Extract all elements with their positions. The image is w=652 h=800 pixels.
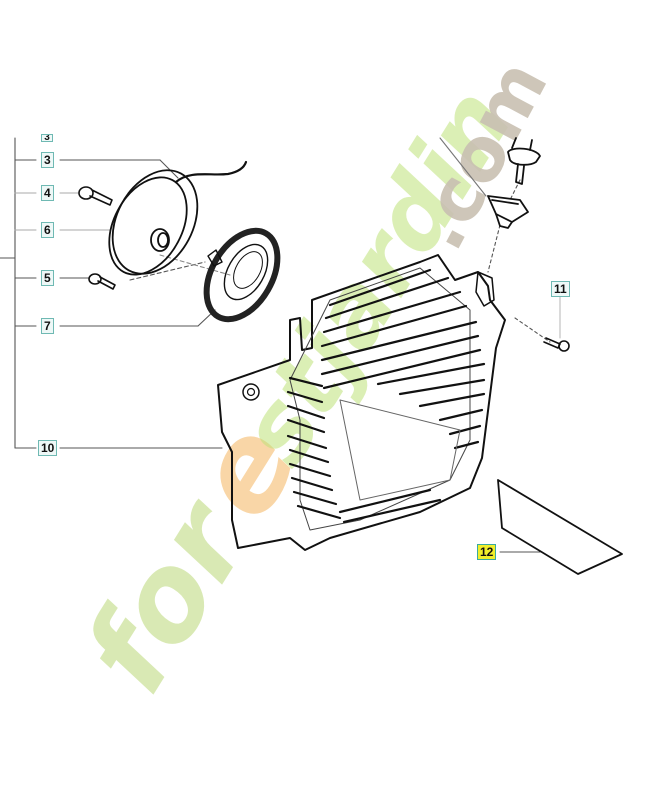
part-11-screw (543, 337, 570, 352)
callout-5[interactable]: 5 (41, 270, 54, 286)
callout-3[interactable]: 3 (41, 152, 54, 168)
part-6-pulley (108, 169, 199, 276)
part-3-rope (174, 160, 248, 184)
callout-10[interactable]: 10 (38, 440, 58, 456)
callout-partial-top[interactable]: 3 (41, 134, 53, 142)
callout-11[interactable]: 11 (551, 281, 570, 297)
callout-4[interactable]: 4 (41, 185, 54, 201)
part-grommet-mid (487, 195, 529, 229)
leader-lines (0, 137, 561, 553)
part-4-screw (78, 186, 113, 206)
callout-12[interactable]: 12 (477, 544, 497, 560)
callout-6[interactable]: 6 (41, 222, 54, 238)
part-grommet-top (507, 137, 541, 185)
part-12-label (497, 479, 623, 575)
part-5-screw (88, 273, 116, 290)
part-10-housing (217, 254, 506, 551)
part-7-spring-cassette (203, 227, 281, 323)
callout-7[interactable]: 7 (41, 318, 54, 334)
